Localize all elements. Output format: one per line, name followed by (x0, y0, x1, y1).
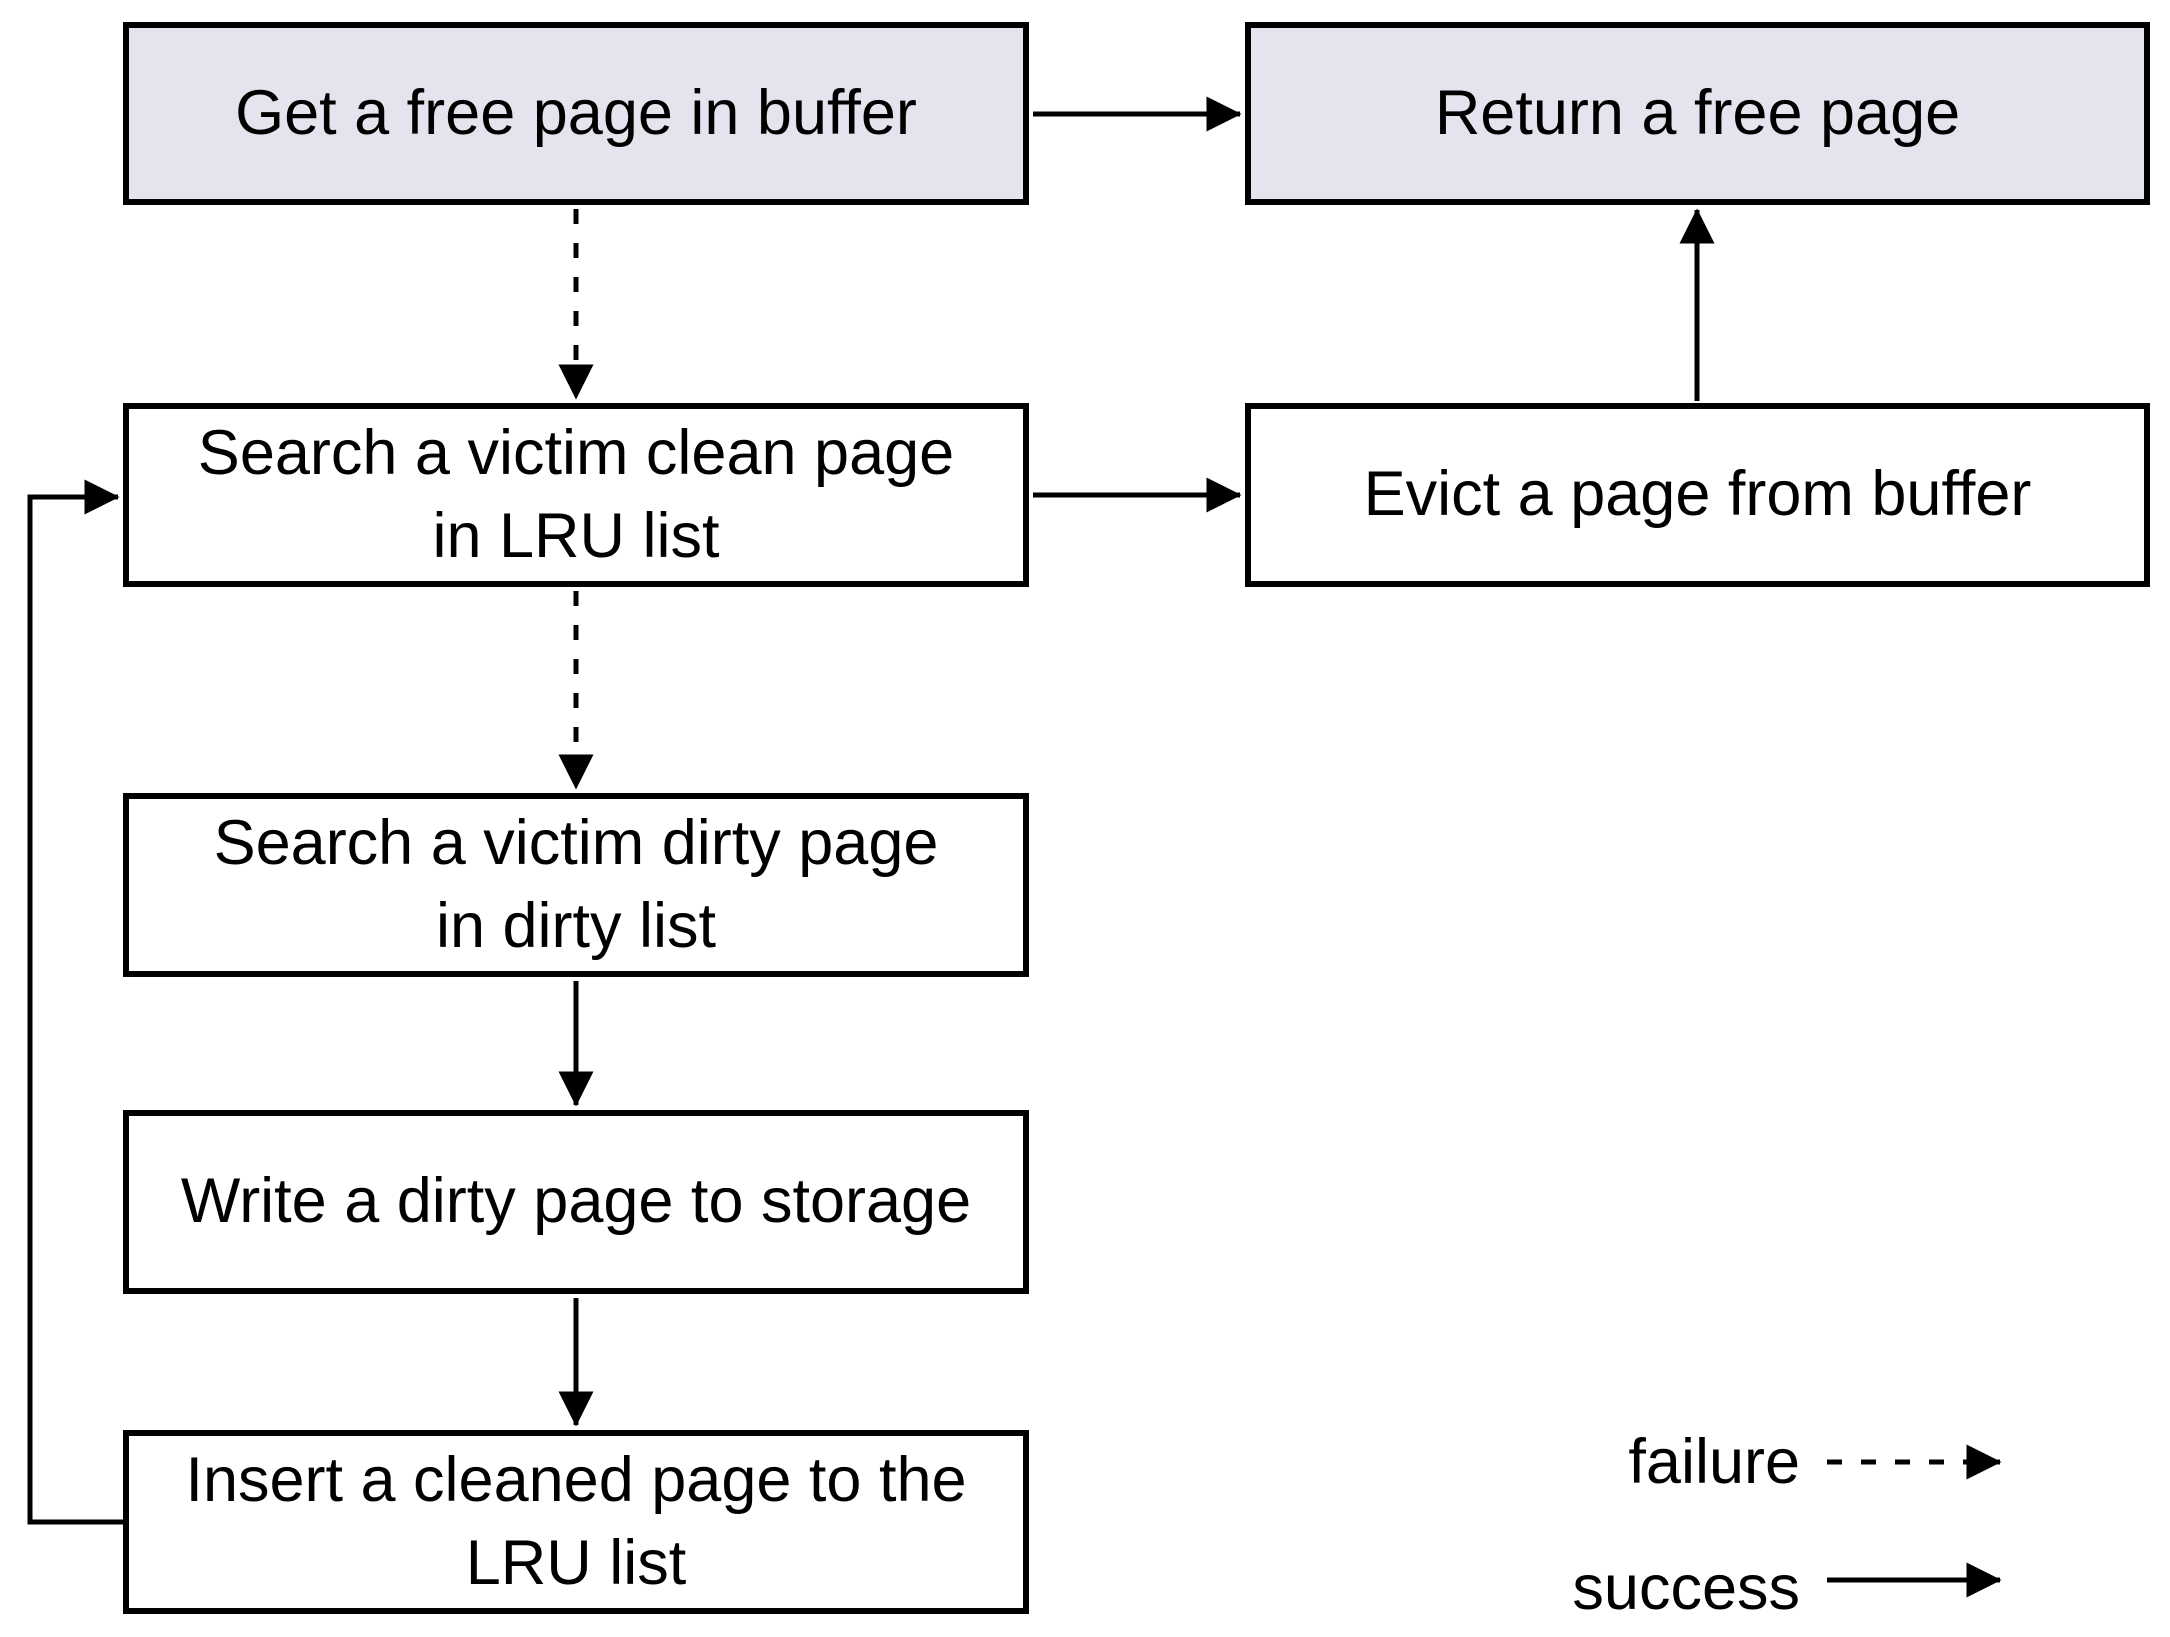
node-write-dirty-page-to-storage-label: Write a dirty page to storage (180, 1166, 972, 1237)
node-search-victim-dirty-page: Search a victim dirty page in dirty list (123, 793, 1029, 977)
node-search-victim-dirty-page-label: Search a victim dirty page in dirty list (213, 807, 939, 961)
node-write-dirty-page-to-storage: Write a dirty page to storage (123, 1110, 1029, 1294)
edge-insert-to-searchclean-loop-arrow (27, 479, 123, 1525)
node-insert-cleaned-page-to-lru: Insert a cleaned page to the LRU list (123, 1430, 1029, 1614)
node-search-victim-clean-page: Search a victim clean page in LRU list (123, 403, 1029, 587)
node-get-free-page: Get a free page in buffer (123, 22, 1029, 205)
node-return-free-page-label: Return a free page (1434, 77, 1961, 148)
node-search-victim-clean-page-label: Search a victim clean page in LRU list (197, 417, 955, 571)
node-insert-cleaned-page-to-lru-label: Insert a cleaned page to the LRU list (185, 1444, 967, 1598)
node-evict-page-from-buffer-label: Evict a page from buffer (1363, 459, 2032, 530)
node-evict-page-from-buffer: Evict a page from buffer (1245, 403, 2150, 587)
node-get-free-page-label: Get a free page in buffer (235, 77, 917, 148)
node-return-free-page: Return a free page (1245, 22, 2150, 205)
legend-success-label: success (1572, 1553, 1800, 1623)
legend-failure-label: failure (1628, 1427, 1800, 1497)
